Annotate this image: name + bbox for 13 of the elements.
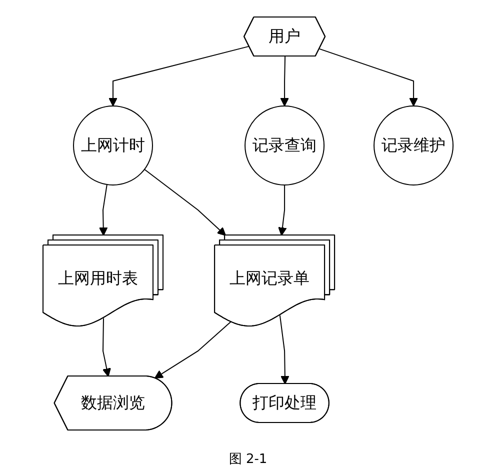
- node-circle: 记录维护: [374, 105, 454, 185]
- node-circle: 记录查询: [244, 105, 325, 185]
- arrow: [154, 320, 232, 378]
- arrow: [98, 184, 108, 236]
- node-circle: 上网计时: [72, 105, 153, 185]
- arrow: [144, 168, 226, 236]
- arrow: [279, 314, 290, 384]
- arrow: [278, 184, 287, 236]
- figure-caption: 图 2-1: [228, 451, 268, 469]
- arrow: [108, 45, 250, 106]
- arrow: [319, 48, 418, 106]
- arrow: [102, 317, 111, 376]
- arrow: [280, 56, 289, 106]
